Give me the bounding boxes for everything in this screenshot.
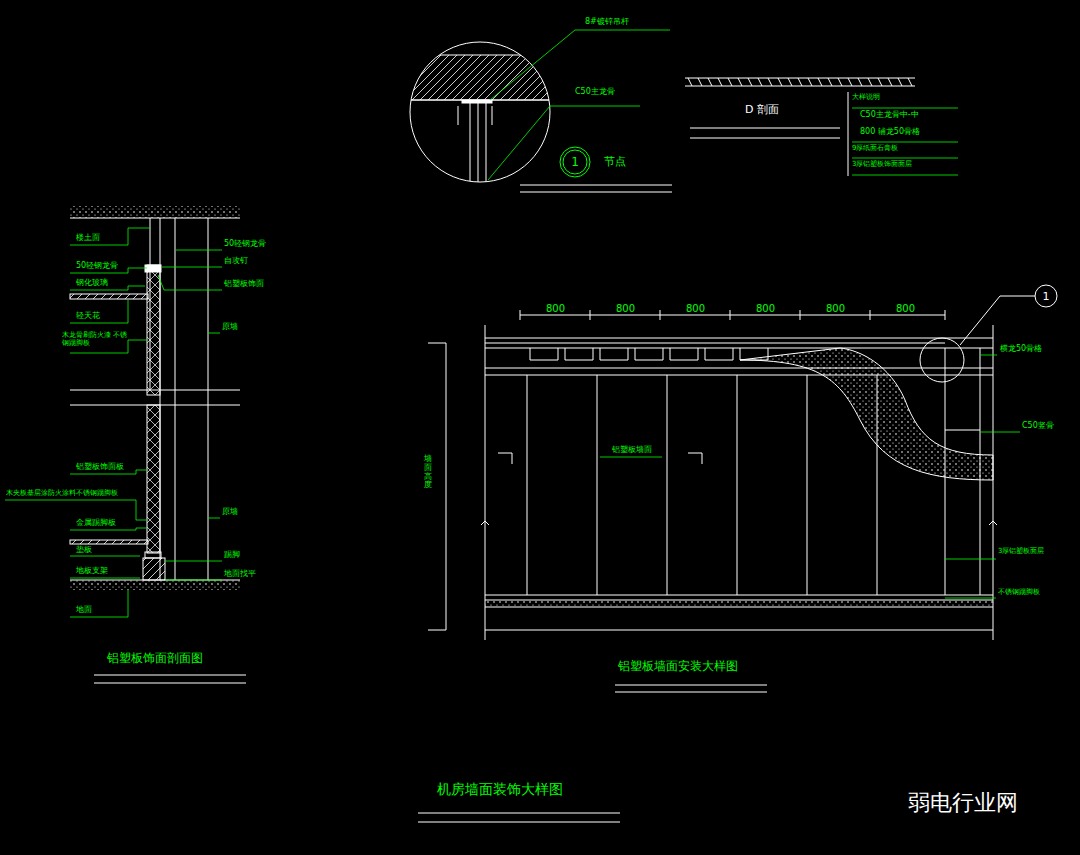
callout-label: C50主龙骨 [575, 88, 615, 97]
callout-label: 踢脚 [224, 551, 240, 560]
callout-number: 1 [1043, 290, 1050, 303]
callout-label: C50主龙骨中-中 [860, 111, 919, 120]
callout-label: 大样说明 [852, 94, 880, 102]
callout-circle: 1 [1034, 284, 1058, 308]
callout-label: 800 [756, 303, 775, 314]
callout-label: 铝塑板饰面剖面图 [107, 652, 203, 665]
callout-label: 地面 [76, 606, 92, 615]
callout-label: 800 [686, 303, 705, 314]
callout-label: 800 [546, 303, 565, 314]
callout-label: 800 [826, 303, 845, 314]
callout-label: 钢化玻璃 [76, 279, 108, 288]
callout-label: 木夹板基层涂防火涂料不锈钢踢脚板 [6, 490, 118, 498]
callout-label: 50轻钢龙骨 [224, 240, 266, 249]
callout-number: 1 [571, 155, 579, 169]
callout-label: 木龙骨刷防火漆 不锈钢踢脚板 [62, 332, 132, 347]
callout-label: D 剖面 [745, 104, 779, 116]
callout-label: 楼土面 [76, 234, 100, 243]
callout-label: 金属踢脚板 [76, 519, 116, 528]
callout-label: 50轻钢龙骨 [76, 262, 118, 271]
callout-circle: 1 [559, 146, 591, 178]
callout-label: 9厚纸面石膏板 [852, 145, 898, 153]
callout-label: 墙面高度 [424, 455, 432, 490]
callout-label: 横龙50骨格 [1000, 345, 1042, 354]
callout-label: 800 [896, 303, 915, 314]
callout-label: 节点 [604, 156, 626, 168]
callout-label: 铝塑板饰面 [224, 280, 264, 289]
callout-label: 不锈钢踢脚板 [998, 589, 1040, 597]
callout-label: 原墙 [222, 323, 238, 332]
callout-label: 3厚铝塑板饰面面层 [852, 161, 912, 169]
callout-label: 地面找平 [224, 570, 256, 579]
callout-label: 铝塑板墙面安装大样图 [618, 660, 738, 673]
callout-label: 轻天花 [76, 312, 100, 321]
callout-label: 8#镀锌吊杆 [585, 18, 629, 27]
callout-label: C50竖骨 [1022, 422, 1054, 431]
callout-label: 3厚铝塑板面层 [998, 548, 1044, 556]
watermark: 弱电行业网 [908, 791, 1018, 815]
callout-label: 800 [616, 303, 635, 314]
callout-label: 自攻钉 [224, 257, 248, 266]
callout-label: 800 辅龙50骨格 [860, 128, 920, 137]
callout-label: 地板支架 [76, 567, 108, 576]
drawing-title: 机房墙面装饰大样图 [437, 782, 563, 797]
callout-label: 垫板 [76, 546, 92, 555]
callout-label: 铝塑板墙面 [612, 446, 652, 455]
callout-label: 原墙 [222, 508, 238, 517]
callout-label: 铝塑板饰面板 [76, 463, 124, 472]
